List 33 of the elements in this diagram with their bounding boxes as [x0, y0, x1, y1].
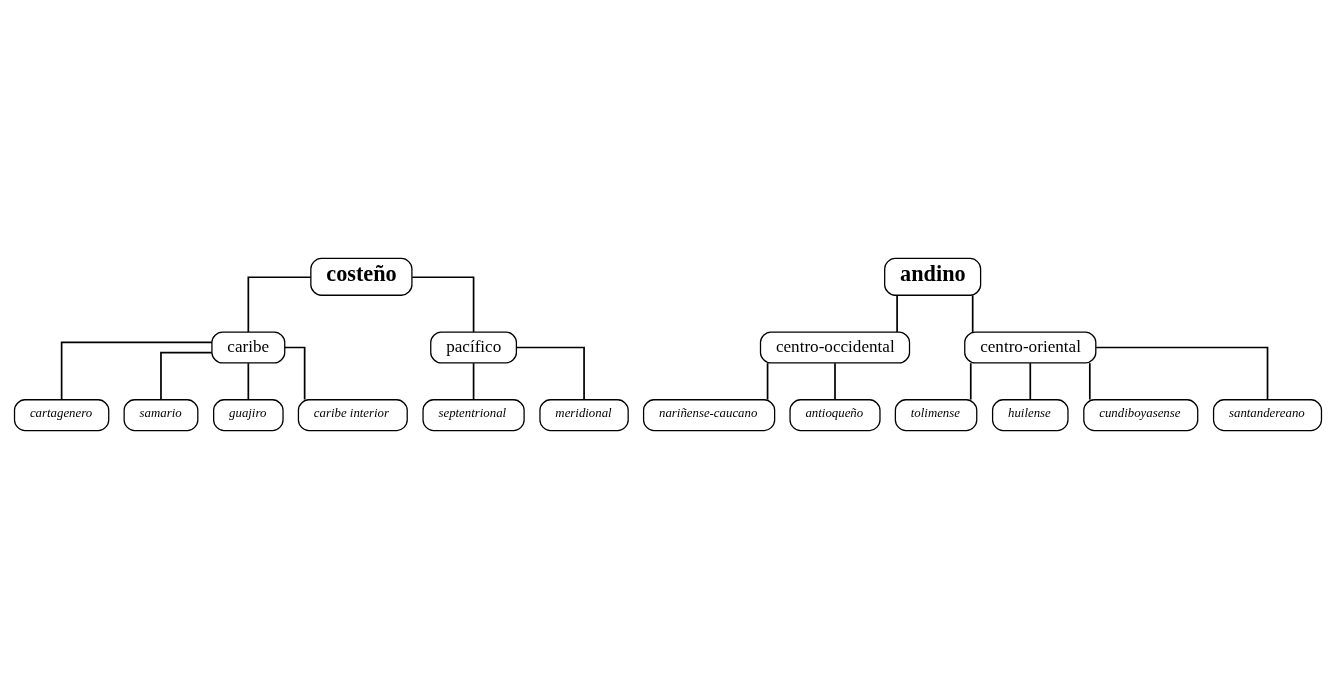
connector [472, 362, 475, 401]
connector [247, 276, 312, 333]
node-box: samario [123, 399, 199, 432]
node-box: andino [884, 257, 982, 296]
node-box: septentrional [422, 399, 525, 432]
connector [896, 294, 898, 333]
node-box: meridional [539, 399, 629, 432]
node-box: centro-occidental [759, 331, 911, 364]
connector [60, 341, 213, 401]
node-box: tolimense [894, 399, 978, 432]
connector [1029, 362, 1032, 401]
node-box: guajiro [213, 399, 284, 432]
node-box: nariñense-caucano [642, 399, 776, 432]
node-box: huilense [991, 399, 1069, 432]
connector [766, 362, 769, 401]
connector [411, 276, 475, 333]
node-box: pacífico [430, 331, 518, 364]
connector [515, 346, 585, 401]
node-box: centro-oriental [964, 331, 1097, 364]
node-box: cartagenero [13, 399, 110, 432]
connector [247, 362, 250, 401]
node-box: caribe interior [297, 399, 408, 432]
connector [1095, 346, 1269, 401]
connector [160, 351, 213, 401]
node-box: caribe [211, 331, 286, 364]
connector [834, 362, 836, 401]
node-box: cundiboyasense [1083, 399, 1199, 432]
connector [1088, 362, 1091, 401]
node-box: antioqueño [789, 399, 881, 432]
node-box: costeño [310, 257, 413, 296]
connector [971, 294, 974, 333]
node-box: santandereano [1212, 399, 1323, 432]
connector [969, 362, 972, 401]
